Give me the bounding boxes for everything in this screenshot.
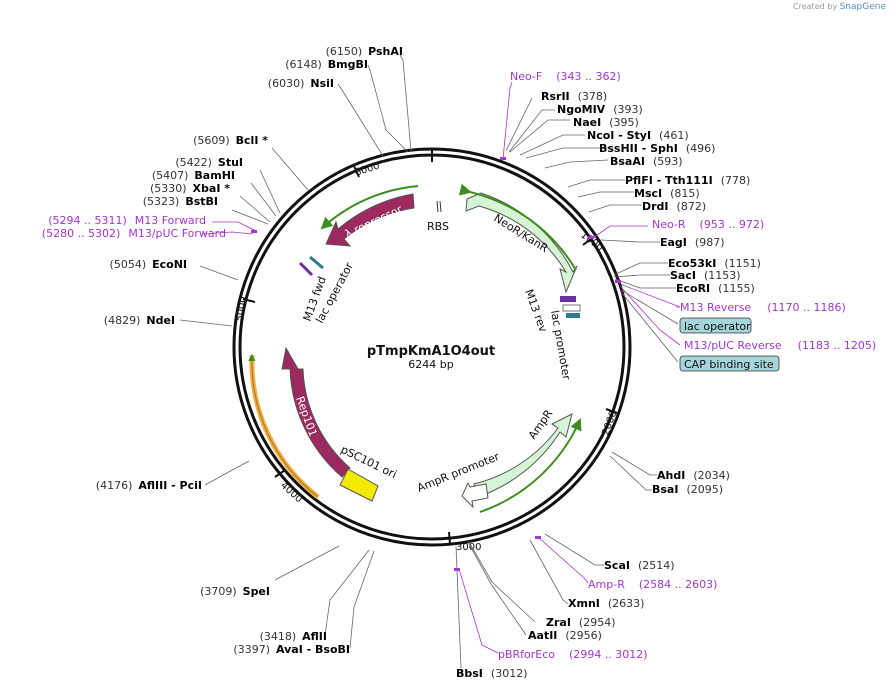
- lac-operator-box[interactable]: lac operator: [684, 320, 751, 333]
- enzyme-bamhi[interactable]: (5407)BamHI: [152, 169, 235, 182]
- credit-brand: SnapGene: [839, 2, 886, 12]
- enzyme-bsaai[interactable]: BsaAI(593): [610, 155, 683, 168]
- neo-feature[interactable]: [465, 192, 578, 294]
- repressor-feature[interactable]: [325, 193, 415, 247]
- primer-m13-puc-reverse[interactable]: M13/pUC Reverse(1183 .. 1205): [684, 339, 876, 352]
- enzyme-pshai[interactable]: (6150)PshAI: [326, 45, 403, 58]
- enzyme-ahdi[interactable]: AhdI(2034): [657, 469, 730, 482]
- rep101-orf-line: [248, 353, 319, 498]
- ampr-promoter-feature[interactable]: [461, 481, 489, 509]
- enzyme-bsai[interactable]: BsaI(2095): [652, 483, 723, 496]
- primer-m13-puc-forward[interactable]: (5280 .. 5302)M13/pUC Forward: [42, 227, 226, 240]
- enzyme-leaders: [179, 54, 676, 669]
- rbs-label: RBS: [427, 220, 449, 233]
- enzyme-spei[interactable]: (3709)SpeI: [200, 585, 270, 598]
- enzyme-pflfi[interactable]: PflFI - Tth111I(778): [625, 174, 750, 187]
- ampr-orf: [479, 418, 582, 513]
- enzyme-ecori[interactable]: EcoRI(1155): [676, 282, 755, 295]
- enzyme-avai[interactable]: (3397)AvaI - BsoBI: [233, 643, 350, 656]
- repressor-orf: [320, 185, 419, 230]
- ampr-feature[interactable]: [473, 413, 573, 498]
- primer-amp-r[interactable]: Amp-R(2584 .. 2603): [588, 578, 717, 591]
- enzyme-scai[interactable]: ScaI(2514): [604, 559, 675, 572]
- enzyme-bcli[interactable]: (5609)BclI *: [193, 134, 268, 147]
- enzyme-bsshii[interactable]: BssHII - SphI(496): [599, 142, 715, 155]
- enzyme-stui[interactable]: (5422)StuI: [175, 156, 243, 169]
- tick-1000: 1000: [578, 230, 605, 254]
- enzyme-afliii[interactable]: (4176)AflIII - PciI: [96, 479, 202, 492]
- credit-prefix: Created by: [793, 2, 838, 11]
- m13rev-label: M13 rev: [522, 288, 550, 335]
- plasmid-name: pTmpKmA1O4out: [367, 344, 495, 359]
- tick-2000: 2000: [600, 409, 619, 437]
- primer-neo-f[interactable]: Neo-F(343 .. 362): [510, 70, 621, 83]
- enzyme-naei[interactable]: NaeI(395): [573, 116, 639, 129]
- primer-neo-r[interactable]: Neo-R(953 .. 972): [652, 218, 764, 231]
- enzyme-econi[interactable]: (5054)EcoNI: [110, 258, 187, 271]
- enzyme-saci[interactable]: SacI(1153): [670, 269, 741, 282]
- enzyme-aatii[interactable]: AatII(2956): [528, 629, 602, 642]
- enzyme-nsii[interactable]: (6030)NsiI: [268, 77, 334, 90]
- enzyme-drdi[interactable]: DrdI(872): [642, 200, 706, 213]
- rep101-label: Rep101: [293, 395, 320, 439]
- primer-pbrforeco[interactable]: pBRforEco(2994 .. 3012): [498, 648, 648, 661]
- snapgene-credit: Created by SnapGene: [793, 2, 886, 12]
- rep101-feature[interactable]: [281, 346, 351, 478]
- enzyme-eagi[interactable]: EagI(987): [660, 236, 725, 249]
- primer-leaders: [201, 81, 681, 654]
- tick-marks: [242, 150, 618, 545]
- enzyme-eco53ki[interactable]: Eco53kI(1151): [668, 257, 761, 270]
- cap-binding-site-box[interactable]: CAP binding site: [684, 358, 774, 371]
- enzyme-labels-right: RsrII(378) NgoMIV(393) NaeI(395) NcoI - …: [456, 90, 761, 680]
- enzyme-aflii[interactable]: (3418)AflII: [260, 630, 327, 643]
- primer-m13-reverse[interactable]: M13 Reverse(1170 .. 1186): [680, 301, 846, 314]
- enzyme-msci[interactable]: MscI(815): [634, 187, 700, 200]
- enzyme-rsrii[interactable]: RsrII(378): [541, 90, 607, 103]
- primer-labels: Neo-F(343 .. 362) Neo-R(953 .. 972) M13 …: [42, 70, 876, 661]
- primer-m13-forward[interactable]: (5294 .. 5311)M13 Forward: [48, 214, 206, 227]
- enzyme-ndei[interactable]: (4829)NdeI: [104, 314, 175, 327]
- neo-orf: [458, 183, 577, 271]
- enzyme-xmni[interactable]: XmnI(2633): [568, 597, 644, 610]
- tick-5000: 5000: [234, 296, 249, 323]
- enzyme-bbsi[interactable]: BbsI(3012): [456, 667, 527, 680]
- enzyme-xbai[interactable]: (5330)XbaI *: [150, 182, 230, 195]
- lac-promoter-label: lac promoter: [548, 309, 573, 381]
- plasmid-length: 6244 bp: [408, 358, 453, 371]
- enzyme-labels: (6150)PshAI (6148)BmgBI (6030)NsiI (5609…: [96, 45, 403, 656]
- boxed-features: lac operator CAP binding site: [620, 289, 780, 372]
- enzyme-zrai[interactable]: ZraI(2954): [546, 616, 616, 629]
- enzyme-bstbi[interactable]: (5323)BstBI: [143, 195, 218, 208]
- enzyme-ngomiv[interactable]: NgoMIV(393): [557, 103, 643, 116]
- tick-3000: 3000: [456, 542, 481, 553]
- enzyme-bmgbi[interactable]: (6148)BmgBI: [285, 58, 368, 71]
- psc101-ori-feature[interactable]: [339, 468, 379, 502]
- primer-marks: [251, 157, 621, 571]
- enzyme-ncoi[interactable]: NcoI - StyI(461): [587, 129, 689, 142]
